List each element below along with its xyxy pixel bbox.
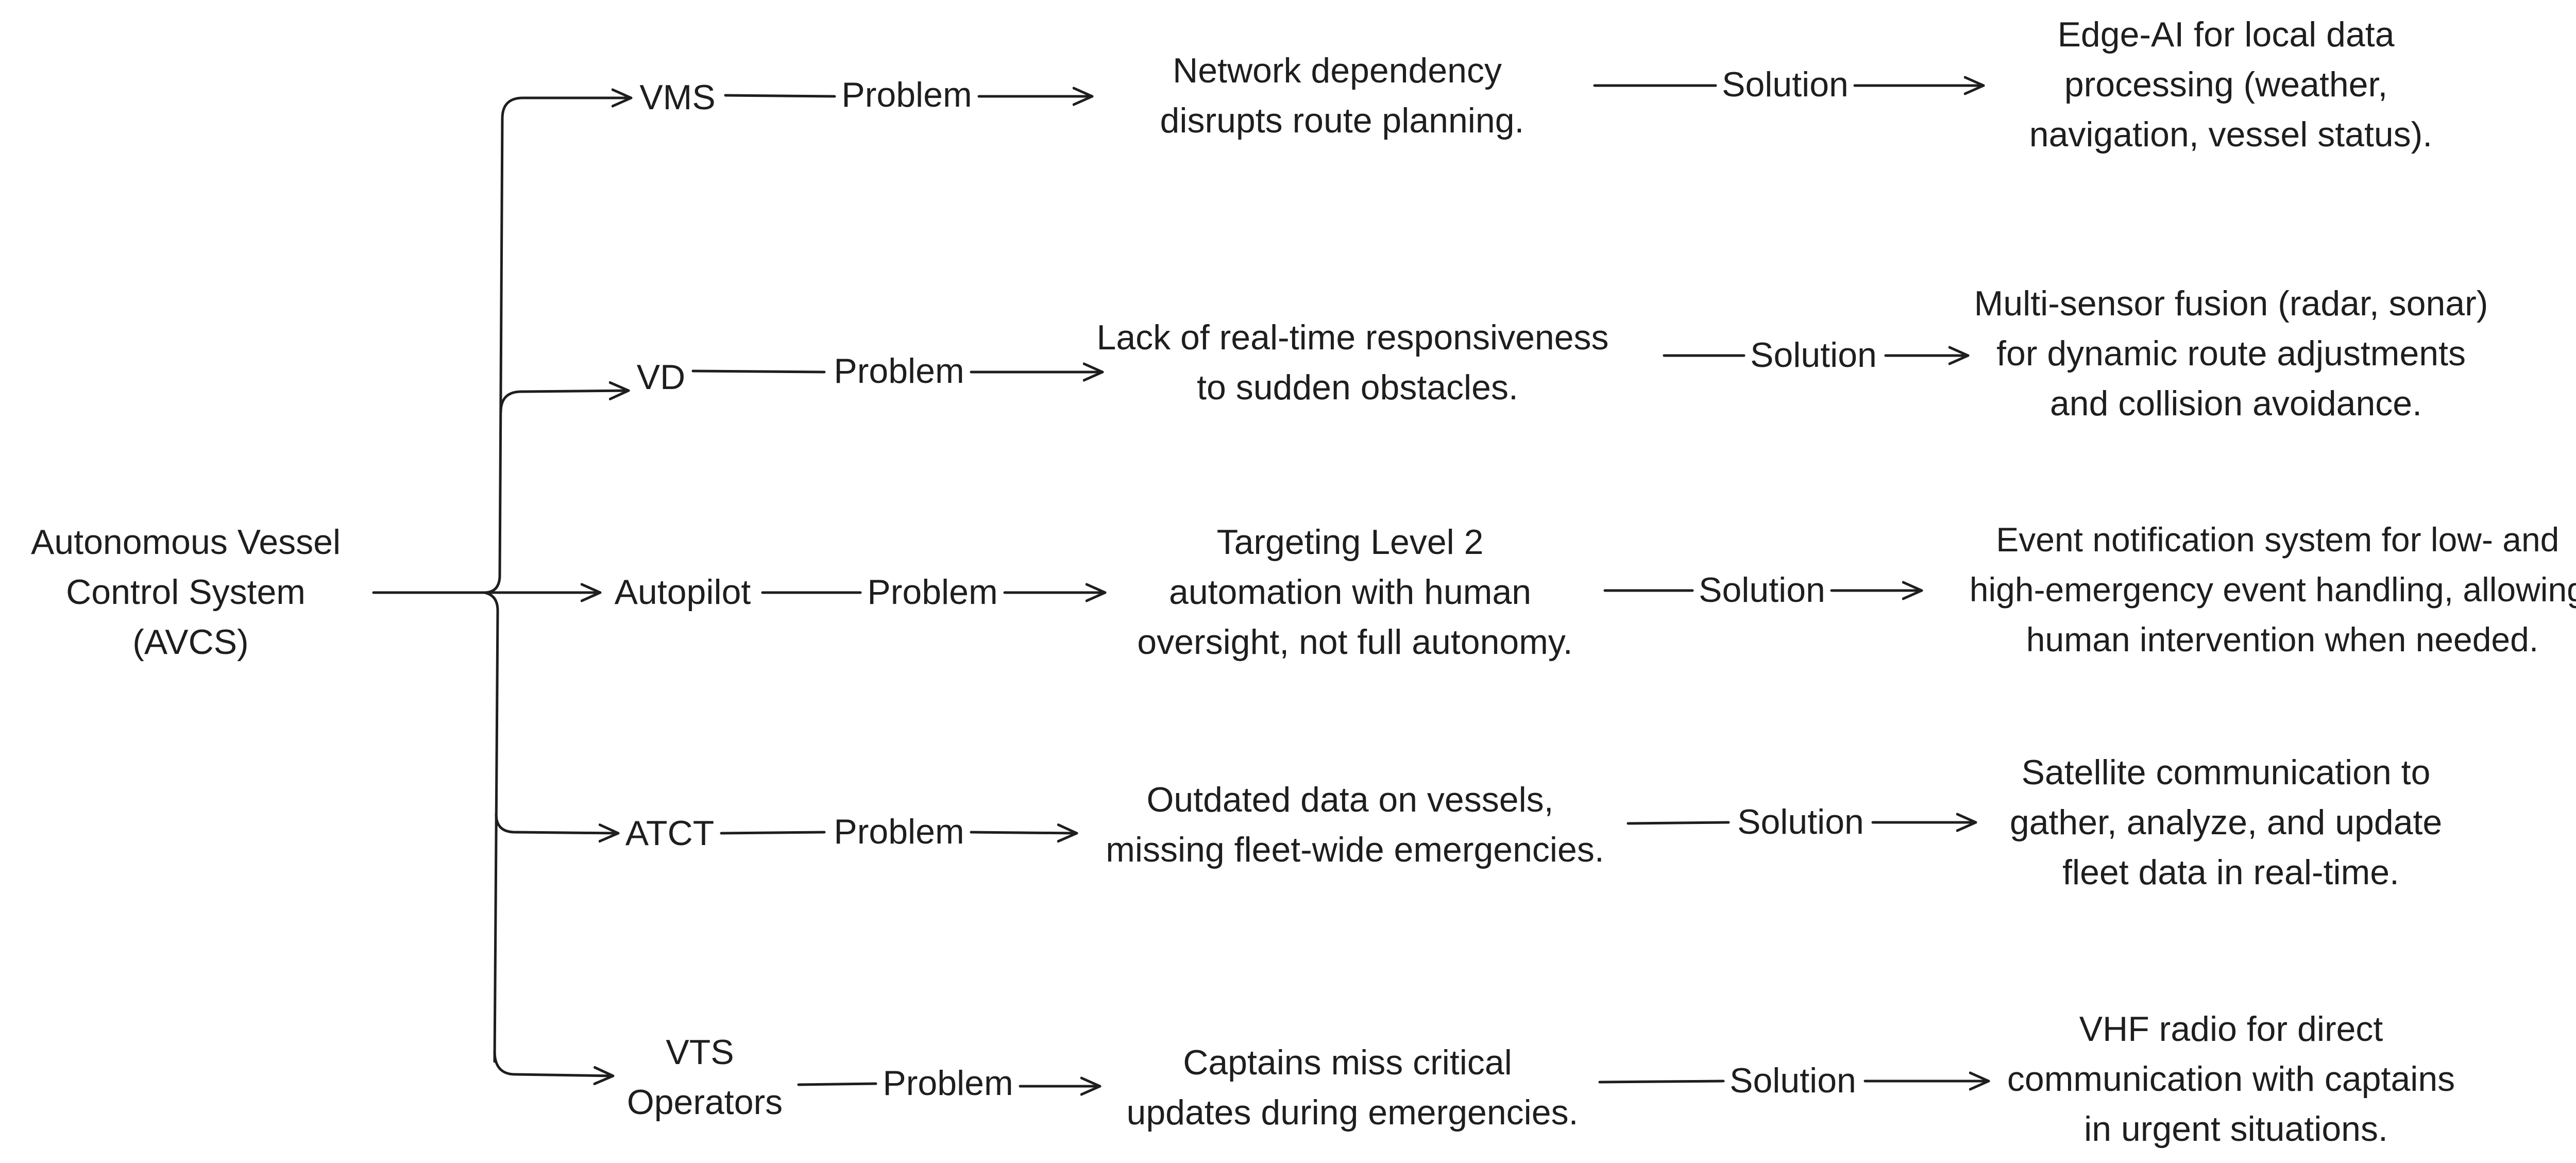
solution-connector-vts: Solution [1730, 1061, 1856, 1100]
problem-connector-autopilot: Problem [867, 572, 997, 612]
branch-vms: VMS Problem Network dependency disrupts … [639, 15, 2432, 154]
solution-text-vts: VHF radio for direct communication with … [2007, 1009, 2465, 1149]
branch-autopilot: Autopilot Problem Targeting Level 2 auto… [615, 520, 2576, 662]
edge-atct-problem-left [720, 831, 826, 835]
solution-text-vms: Edge-AI for local data processing (weath… [2029, 15, 2432, 154]
branch-name-vd: VD [637, 358, 685, 397]
solution-text-autopilot: Event notification system for low- and h… [1970, 520, 2576, 659]
problem-text-vd: Lack of real-time responsiveness to sudd… [1097, 318, 1619, 407]
problem-text-vts: Captains miss critical updates during em… [1127, 1043, 1579, 1132]
edge-atct-problem-right [970, 832, 1078, 833]
solution-connector-autopilot: Solution [1699, 570, 1825, 610]
problem-text-autopilot: Targeting Level 2 automation with human … [1137, 522, 1572, 662]
branch-atct: ATCT Problem Outdated data on vessels, m… [625, 753, 2452, 892]
root-label: Autonomous Vessel Control System (AVCS) [31, 522, 350, 662]
edge-root-vms [501, 98, 633, 120]
solution-connector-vd: Solution [1750, 335, 1877, 375]
trunk [483, 117, 504, 1063]
problem-connector-atct: Problem [834, 812, 964, 851]
branch-name-atct: ATCT [625, 814, 715, 853]
edge-root-atct [495, 813, 620, 833]
problem-connector-vms: Problem [841, 75, 972, 114]
problem-text-atct: Outdated data on vessels, missing fleet-… [1106, 780, 1604, 869]
root-node: Autonomous Vessel Control System (AVCS) [31, 522, 350, 662]
branch-name-autopilot: Autopilot [615, 572, 751, 612]
solution-connector-vms: Solution [1722, 65, 1849, 104]
edge-vd-problem-left [691, 369, 826, 374]
solution-connector-atct: Solution [1737, 802, 1864, 841]
problem-connector-vts: Problem [883, 1064, 1013, 1103]
edge-vts-solution-left [1598, 1080, 1725, 1084]
branch-vts-operators: VTS Operators Problem Captains miss crit… [627, 1009, 2465, 1149]
edge-vms-problem-left [724, 94, 836, 98]
root-tree-connectors [372, 98, 633, 1076]
solution-text-atct: Satellite communication to gather, analy… [2010, 753, 2452, 892]
edge-atct-solution-left [1626, 821, 1730, 825]
edge-vts-problem-left [797, 1082, 877, 1086]
edge-root-vd [499, 391, 630, 414]
branch-vd: VD Problem Lack of real-time responsiven… [637, 284, 2498, 423]
solution-text-vd: Multi-sensor fusion (radar, sonar) for d… [1974, 284, 2498, 423]
edge-root-vts [493, 1050, 615, 1076]
branch-name-vms: VMS [639, 78, 715, 117]
problem-text-vms: Network dependency disrupts route planni… [1160, 51, 1524, 140]
problem-connector-vd: Problem [834, 351, 964, 391]
branch-name-vts-operators: VTS Operators [627, 1033, 783, 1122]
